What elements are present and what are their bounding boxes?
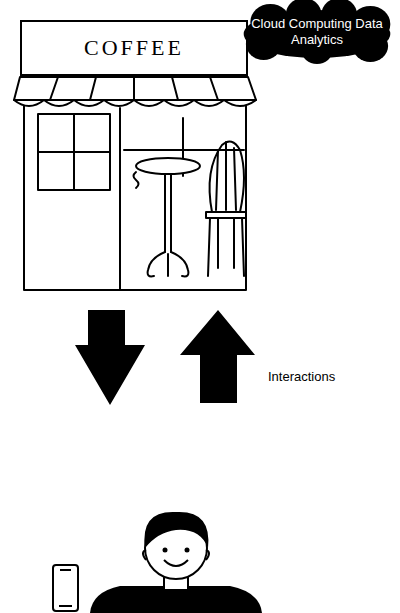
- coffee-shop: [14, 77, 256, 290]
- cloud-shape: Cloud Computing Data Analytics: [237, 0, 397, 64]
- person: [90, 512, 262, 613]
- sign-text: COFFEE: [84, 35, 184, 61]
- cloud-text: Cloud Computing Data Analytics: [237, 16, 397, 48]
- arrow-label: Interactions: [268, 369, 335, 384]
- up-arrow: [180, 310, 255, 403]
- down-arrow: [75, 310, 145, 405]
- sign-board: COFFEE: [20, 20, 248, 76]
- phone-icon: [53, 565, 78, 611]
